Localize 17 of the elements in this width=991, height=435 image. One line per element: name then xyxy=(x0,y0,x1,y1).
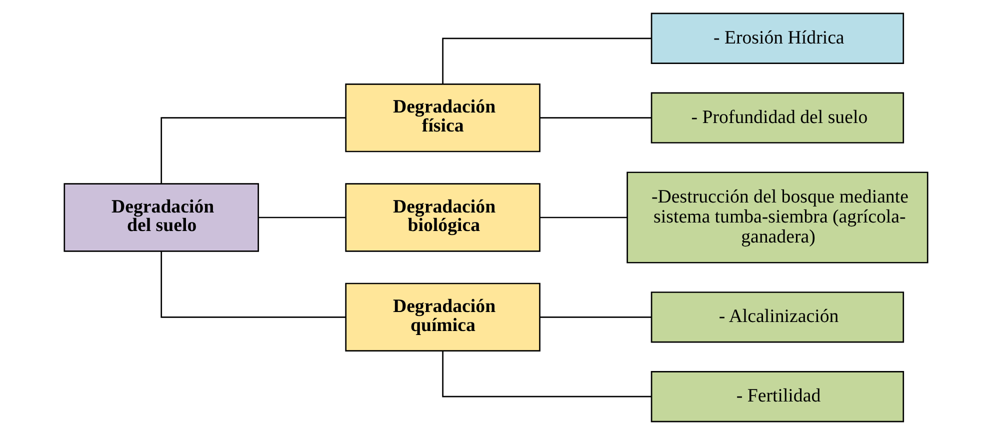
node-box: - Erosión Hídrica xyxy=(650,12,904,64)
node-box: - Profundidad del suelo xyxy=(650,92,904,144)
node-box: Degradación del suelo xyxy=(63,183,258,252)
node-box: Degradación biológica xyxy=(344,183,540,252)
connector xyxy=(442,350,651,398)
connector xyxy=(160,117,346,184)
node-box: -Destrucción del bosque mediante sistema tumba-siembra (agrícola-ganadera) xyxy=(626,172,928,264)
connector xyxy=(160,251,346,318)
node-box: - Alcalinización xyxy=(650,292,904,343)
node-box: Degradación física xyxy=(344,84,540,152)
connector xyxy=(540,216,626,218)
connector xyxy=(258,216,346,218)
node-box: Degradación química xyxy=(344,282,540,352)
connector xyxy=(540,316,651,318)
connector xyxy=(540,117,651,119)
connector xyxy=(442,38,651,84)
node-box: - Fertilidad xyxy=(650,371,904,422)
